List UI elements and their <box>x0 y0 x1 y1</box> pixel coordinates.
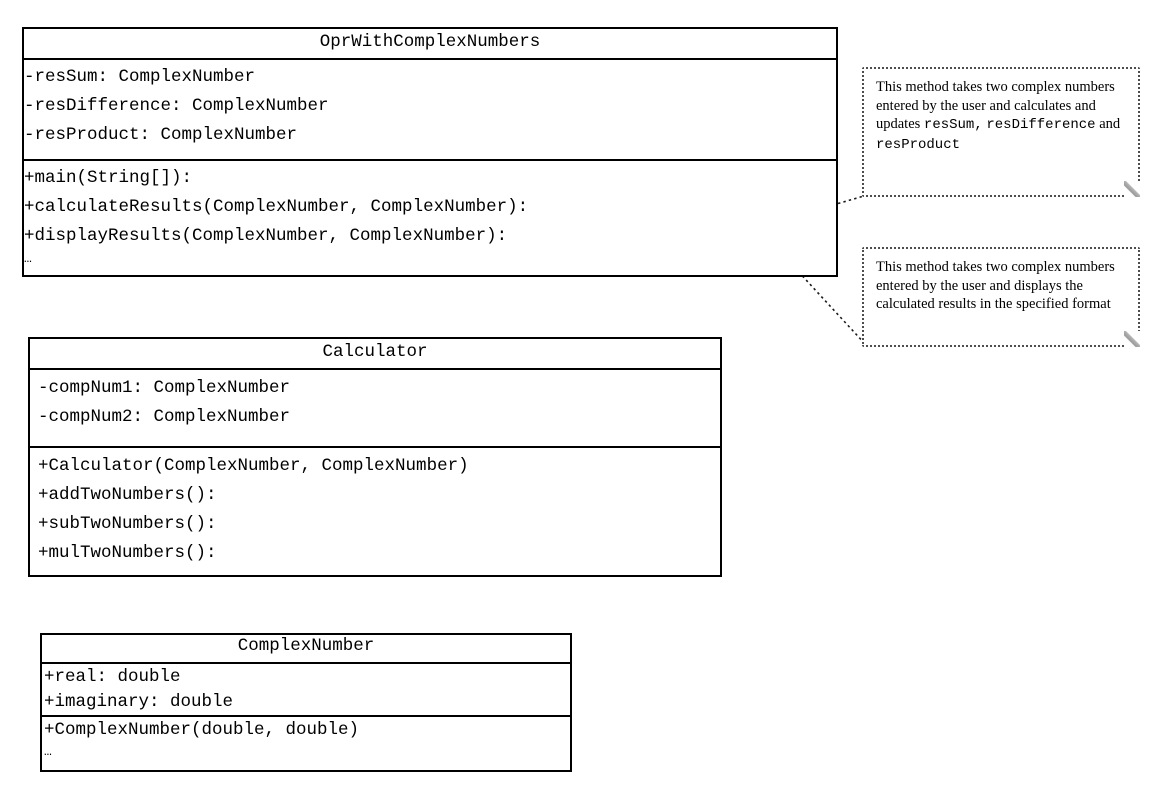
method-row: +calculateResults(ComplexNumber, Complex… <box>24 197 529 217</box>
method-row-main: +main(String[]): <box>24 164 836 193</box>
class-name-opr-with-complex-numbers: OprWithComplexNumbers <box>319 32 541 52</box>
method-label-main: +main(String[]): <box>24 168 193 188</box>
note-code-fragment: resDifference <box>986 117 1096 133</box>
note-text: This method takes two complex numbers en… <box>876 259 1115 312</box>
attribute-row: -resProduct: ComplexNumber <box>24 125 298 145</box>
note-prose-fragment: This method takes two complex numbers en… <box>876 259 1115 312</box>
uml-note-calculate-results[interactable]: This method takes two complex numbers en… <box>862 67 1140 197</box>
methods-compartment: +ComplexNumber(double, double) … <box>42 717 570 773</box>
note-prose-fragment: This method takes two complex numbers en… <box>876 79 1115 132</box>
class-divider-attributes <box>42 662 570 664</box>
uml-class-calculator[interactable]: Calculator -compNum1: ComplexNumber -com… <box>28 337 722 577</box>
methods-ellipsis: … <box>24 251 33 266</box>
note-text: This method takes two complex numbers en… <box>876 79 1121 153</box>
class-divider-attributes <box>24 58 836 60</box>
attribute-row: -resDifference: ComplexNumber <box>24 96 329 116</box>
method-row: +mulTwoNumbers(): <box>38 543 217 563</box>
attribute-row: -compNum1: ComplexNumber <box>38 378 291 398</box>
attribute-row: +imaginary: double <box>44 692 234 712</box>
class-divider-attributes <box>30 368 720 370</box>
methods-ellipsis: … <box>44 744 53 759</box>
methods-compartment: +main(String[]): +calculateResults(Compl… <box>24 161 836 276</box>
method-row: +Calculator(ComplexNumber, ComplexNumber… <box>38 456 469 476</box>
uml-note-display-results[interactable]: This method takes two complex numbers en… <box>862 247 1140 347</box>
class-divider-methods <box>24 159 836 161</box>
class-divider-methods <box>42 715 570 717</box>
note-fold-corner-icon <box>1124 331 1140 347</box>
class-divider-methods <box>30 446 720 448</box>
attribute-row: -resSum: ComplexNumber <box>24 67 256 87</box>
note-fold-corner-icon <box>1124 181 1140 197</box>
leader-line-calculate-results <box>794 195 1095 217</box>
note-code-fragment: resSum, <box>923 117 983 133</box>
attributes-compartment: -compNum1: ComplexNumber -compNum2: Comp… <box>30 370 720 446</box>
attribute-row: -compNum2: ComplexNumber <box>38 407 291 427</box>
class-name-complex-number: ComplexNumber <box>237 636 375 656</box>
method-row: +subTwoNumbers(): <box>38 514 217 534</box>
note-code-fragment: resProduct <box>876 136 961 153</box>
methods-ellipsis: … <box>38 569 47 577</box>
uml-class-opr-with-complex-numbers[interactable]: OprWithComplexNumbers -resSum: ComplexNu… <box>22 27 838 277</box>
attributes-compartment: +real: double +imaginary: double <box>42 664 570 715</box>
method-row: +addTwoNumbers(): <box>38 485 217 505</box>
class-name-calculator: Calculator <box>322 342 428 362</box>
method-row: +ComplexNumber(double, double) <box>44 720 360 740</box>
uml-class-complex-number[interactable]: ComplexNumber +real: double +imaginary: … <box>40 633 572 772</box>
method-row: +displayResults(ComplexNumber, ComplexNu… <box>24 226 508 246</box>
note-prose-fragment: and <box>1095 116 1121 132</box>
attributes-compartment: -resSum: ComplexNumber -resDifference: C… <box>24 60 836 159</box>
methods-compartment: +Calculator(ComplexNumber, ComplexNumber… <box>30 448 720 577</box>
attribute-row: +real: double <box>44 667 181 687</box>
